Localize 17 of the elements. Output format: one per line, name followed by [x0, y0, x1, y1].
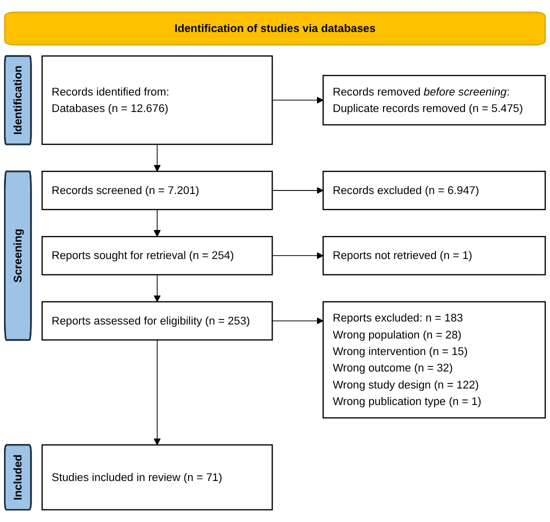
arrow: [272, 252, 324, 260]
arrow: [272, 186, 324, 194]
node-box: Reports assessed for eligibility (n = 253): [42, 301, 273, 341]
node-box: Records screened (n = 7.201): [42, 170, 273, 210]
arrow: [154, 144, 161, 172]
node-box: Studies included in review (n = 71): [42, 444, 273, 510]
arrow: [272, 96, 324, 104]
arrow: [272, 317, 324, 324]
node-box: Reports sought for retrieval (n = 254): [42, 236, 273, 276]
node-box: Reports not retrieved (n = 1): [322, 236, 546, 276]
arrow: [154, 209, 161, 237]
node-box: Records identified from: Databases (n = 12.676): [42, 55, 273, 145]
node-box: Records excluded (n = 6.947): [322, 170, 546, 210]
node-box: Records removed before screening: Duplicate records removed (n = 5.475): [322, 74, 546, 126]
arrow: [154, 340, 161, 446]
node-box: Reports excluded: n = 183 Wrong population (n = 28) Wrong intervention (n = 15) Wrong outcome (n = 32) Wrong study design (n = 122) Wrong publication type (n = 1): [322, 301, 546, 418]
arrow: [154, 274, 161, 302]
